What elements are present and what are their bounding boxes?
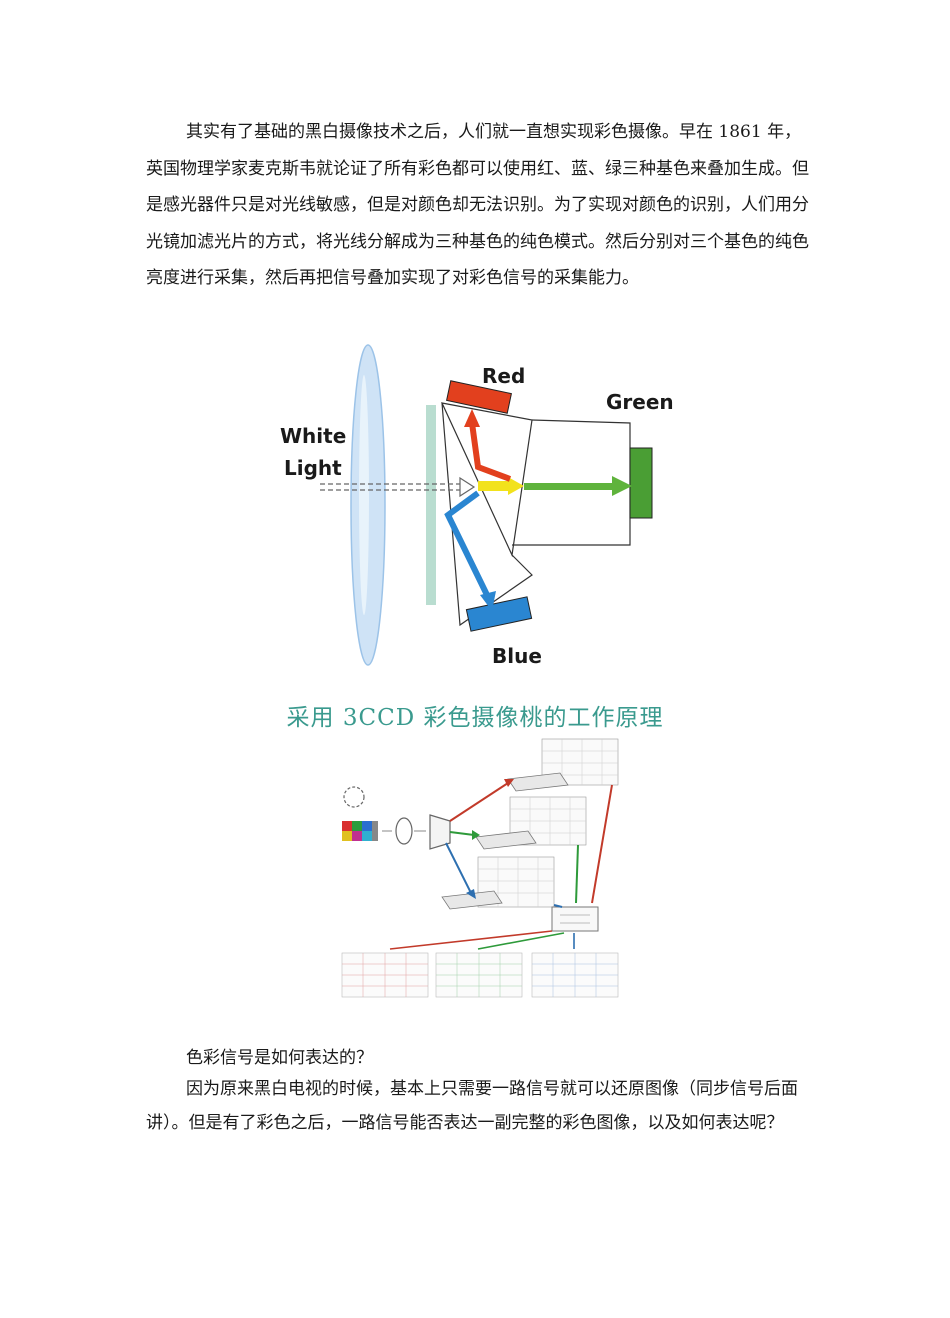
paragraph-intro: 其实有了基础的黑白摄像技术之后，人们就一直想实现彩色摄像。早在 1861 年，英… — [146, 122, 809, 289]
signal-flow-diagram — [341, 738, 619, 998]
question-heading: 色彩信号是如何表达的？ — [186, 1048, 373, 1068]
filter-plate — [426, 405, 436, 605]
blue-sensor — [465, 596, 533, 632]
color-chart-icon — [342, 821, 378, 841]
green-sensor — [629, 447, 653, 519]
figure-caption: 采用 3CCD 彩色摄像桃的工作原理 — [286, 705, 664, 731]
green-label: Green — [606, 390, 674, 414]
white-light-label-2: Light — [284, 456, 342, 480]
white-light-label-1: White — [280, 424, 346, 448]
red-sensor — [446, 380, 512, 414]
prism-diagram: White Light Red Green Blue — [280, 344, 674, 668]
sun-icon — [343, 786, 365, 808]
paragraph-color-signal: 因为原来黑白电视的时候，基本上只需要一路信号就可以还原图像（同步信号后面讲）。但… — [146, 1079, 798, 1133]
blue-label: Blue — [492, 644, 542, 668]
red-label: Red — [482, 364, 525, 388]
